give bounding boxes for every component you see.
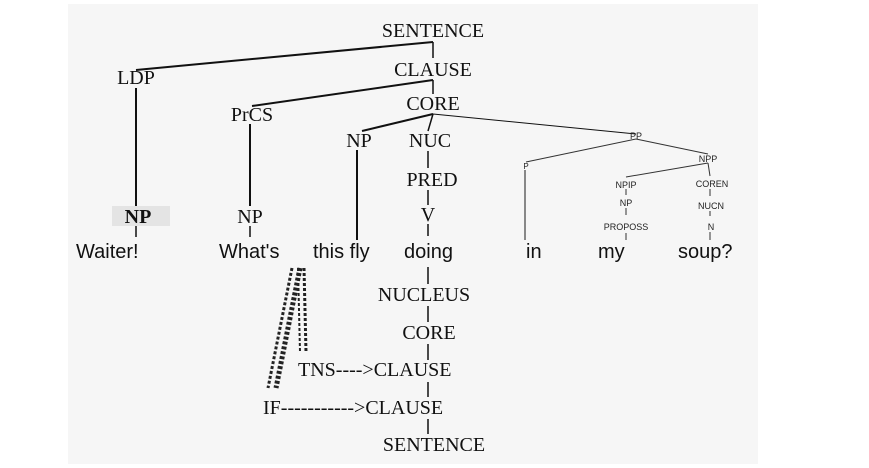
op-core: CORE [402,322,455,344]
word-waiter: Waiter! [76,241,139,263]
edge-npp-coren [707,162,711,177]
pp-branch-lines [524,138,711,240]
node-n: N [708,222,715,232]
edge-pp-p [525,138,637,163]
diagram-background [68,4,758,464]
node-np-subject: NP [346,130,372,152]
edge-core-pp [432,113,637,135]
node-sentence: SENTENCE [382,20,484,42]
edge-whats-if-outer [266,267,294,389]
node-np-prcs: NP [237,206,263,228]
node-ldp: LDP [117,67,155,89]
constituent-lines [135,41,637,240]
edge-clause-prcs [251,79,434,107]
op-nucleus: NUCLEUS [378,284,470,306]
edge-pp-npp [635,138,709,155]
operator-dashed-lines [266,267,308,389]
node-nuc-n: NUCN [698,201,724,211]
node-clause: CLAUSE [394,59,472,81]
word-this-fly: this fly [313,241,370,263]
node-pro-poss: PROPOSS [604,222,649,232]
node-core: CORE [406,93,459,115]
node-pp: PP [630,131,642,141]
node-core-n: COREN [696,179,729,189]
word-soup: soup? [678,241,733,263]
node-np-p: NPP [699,154,718,164]
op-sentence: SENTENCE [383,434,485,456]
np-ldp-highlight [112,206,170,226]
op-tns-clause: TNS---->CLAUSE [298,359,452,381]
word-doing: doing [404,241,453,263]
word-my: my [598,241,625,263]
node-pred: PRED [406,169,457,191]
node-nuc: NUC [409,130,451,152]
edge-whats-tns-inner [297,267,301,353]
word-whats: What's [219,241,280,263]
node-np-inner: NP [620,198,633,208]
word-in: in [526,241,542,263]
node-p: P [523,162,528,171]
op-if-clause: IF----------->CLAUSE [263,397,443,419]
node-np-ldp: NP [125,206,152,228]
edge-sentence-ldp [135,41,434,71]
edge-npp-npip [625,162,709,178]
node-v: V [421,204,436,226]
edge-core-np [361,113,434,132]
node-prcs: PrCS [231,104,273,126]
edge-whats-if [273,267,303,389]
node-npip: NPIP [615,180,636,190]
edge-whats-tns [302,267,308,353]
edge-core-nuc [427,113,434,132]
